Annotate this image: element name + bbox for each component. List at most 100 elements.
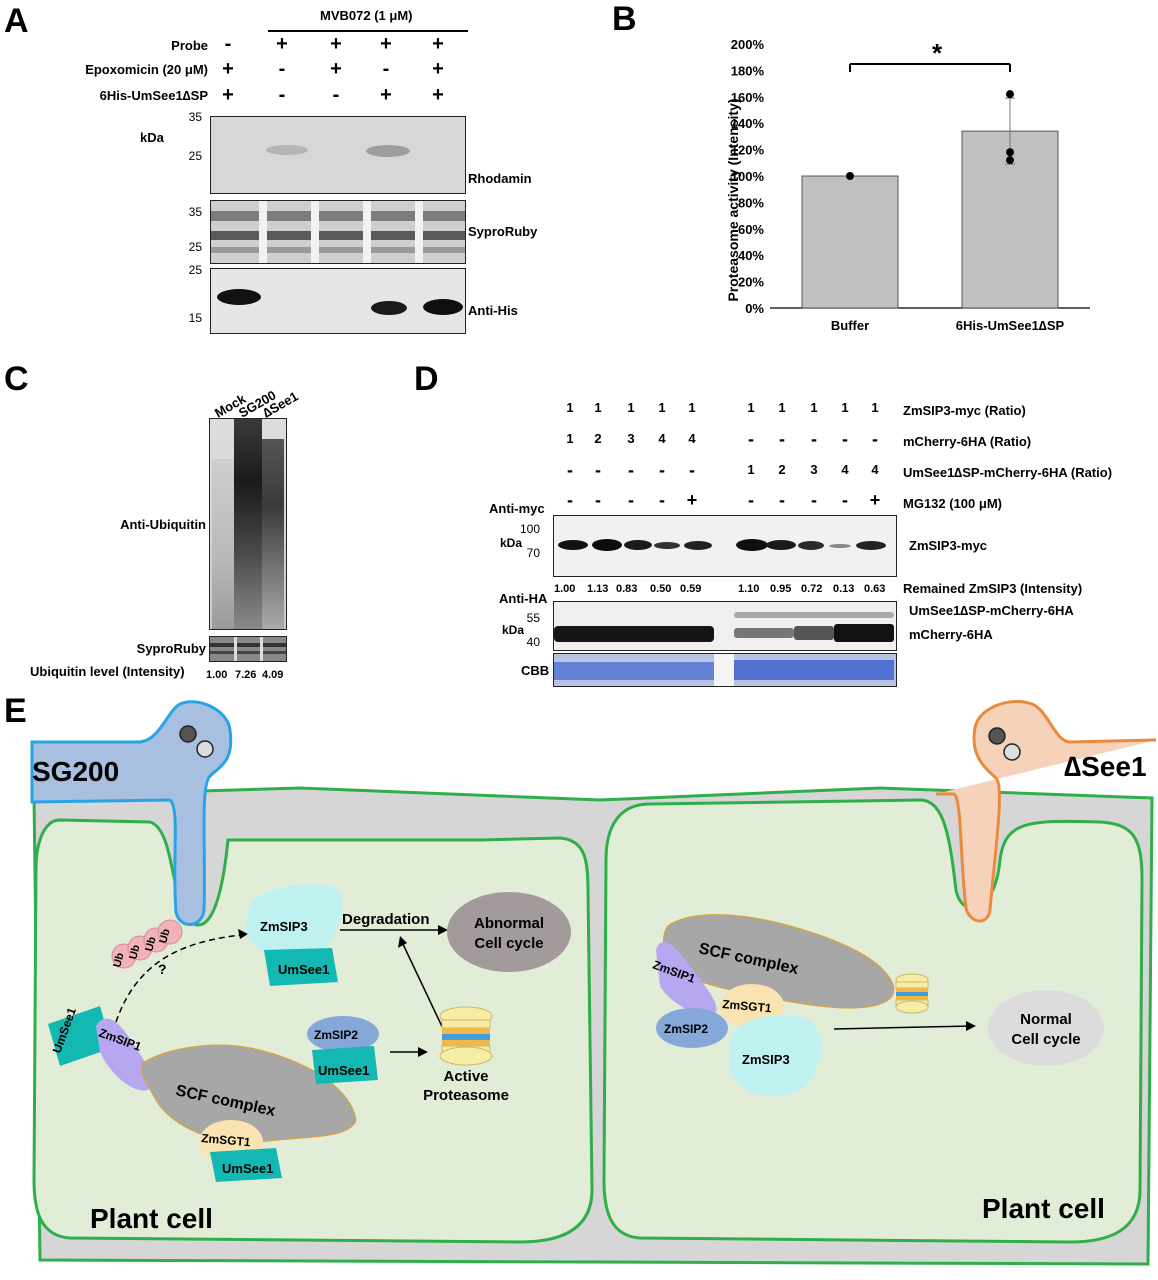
treatment-value: -: [628, 460, 634, 480]
treatment-value: 4: [658, 431, 666, 446]
row-label: mCherry-6HA (Ratio): [903, 434, 1032, 449]
treatment-value: -: [628, 490, 634, 510]
treatment-value: -: [748, 429, 754, 449]
kda-label-ha: kDa: [502, 623, 525, 637]
right-plant-cell: [602, 798, 1144, 1244]
umsee1-label: UmSee1: [278, 962, 329, 977]
kda-label: kDa: [500, 536, 523, 550]
sign: -: [278, 84, 286, 106]
remained-value: 0.72: [801, 583, 823, 595]
arrow: [833, 1025, 973, 1030]
zmsip3-label: ZmSIP3: [742, 1052, 790, 1067]
treatment-value: -: [842, 490, 848, 510]
treatment-value: -: [779, 490, 785, 510]
data-point: [1006, 148, 1014, 157]
sign: -: [382, 58, 390, 80]
remained-value: 1.00: [554, 583, 576, 595]
blot-band: [266, 145, 308, 155]
active-proteasome-icon: [439, 1006, 493, 1066]
treatment-value: -: [748, 490, 754, 510]
scf-complex-shape: [141, 1044, 357, 1144]
mw-marker: 100: [519, 522, 540, 536]
blot-label-anti-his: Anti-His: [468, 303, 518, 318]
mw-marker: 55: [526, 611, 540, 625]
y-tick-label: 0%: [745, 301, 764, 316]
abnormal-label: Cell cycle: [474, 935, 543, 952]
significance-star: *: [932, 38, 943, 68]
mw-marker: 25: [188, 149, 202, 163]
panel-a-header-line: [268, 30, 468, 32]
umsee1-shape: [210, 1148, 282, 1182]
proteasome-arrow: [401, 941, 447, 1036]
sypro-blot: [210, 200, 466, 264]
treatment-value: -: [595, 460, 601, 480]
zmsgt1-label: ZmSGT1: [722, 997, 773, 1015]
y-axis-label: Proteasome activity (Intensity): [725, 98, 741, 301]
panel-a-header: MVB072 (1 μM): [320, 8, 413, 23]
ub-label: Ub: [157, 927, 172, 945]
treatment-value: +: [869, 490, 881, 510]
remained-value: 0.13: [833, 583, 855, 595]
band-label-mcherry: mCherry-6HA: [909, 627, 993, 642]
treatment-value: 1: [627, 400, 635, 415]
nucleus-icon: [988, 727, 1006, 745]
ub-label: Ub: [127, 943, 142, 961]
sign: +: [222, 58, 234, 80]
treatment-value: -: [567, 460, 573, 480]
treatment-value: -: [659, 490, 665, 510]
question-mark: ?: [158, 961, 167, 977]
strain-label-sg200: SG200: [32, 756, 119, 787]
blot-label-syproruby-c: SyproRuby: [136, 641, 206, 656]
plant-cell-label-left: Plant cell: [90, 1203, 213, 1234]
data-point: [846, 172, 854, 180]
panel-letter-c: C: [4, 360, 29, 398]
treatment-value: 2: [594, 431, 602, 446]
zmsip2-label: ZmSIP2: [314, 1028, 358, 1042]
abnormal-cell-cycle: [447, 892, 571, 972]
treatment-value: 4: [688, 431, 696, 446]
remained-value: 0.83: [616, 583, 638, 595]
remained-value: 0.63: [864, 583, 886, 595]
anti-myc-label: Anti-myc: [489, 501, 545, 516]
panel-letter-a: A: [4, 2, 29, 40]
remained-value: 1.13: [587, 583, 609, 595]
treatment-value: 1: [594, 400, 602, 415]
treatment-value: -: [779, 429, 785, 449]
treatment-value: 1: [747, 400, 755, 415]
treatment-value: 1: [871, 400, 879, 415]
zmsip1-shape-right: [656, 942, 717, 1015]
sign: +: [432, 33, 444, 55]
treatment-value: 1: [841, 400, 849, 415]
y-tick-label: 80%: [738, 195, 764, 210]
sign: -: [332, 84, 340, 106]
umsee1-shape: [312, 1046, 378, 1084]
treatment-value: 1: [566, 431, 574, 446]
treatment-value: -: [842, 429, 848, 449]
sign: +: [330, 58, 342, 80]
treatment-value: -: [567, 490, 573, 510]
sign: +: [222, 84, 234, 106]
treatment-value: -: [689, 460, 695, 480]
panel-a-row-label: 6His-UmSee1∆SP: [99, 88, 208, 103]
sign: +: [276, 33, 288, 55]
zmsip2-shape-right: [656, 1008, 728, 1048]
treatment-value: +: [686, 490, 698, 510]
band-label-umsee1-mcherry: UmSee1∆SP-mCherry-6HA: [909, 603, 1074, 618]
row-label: MG132 (100 μM): [903, 496, 1002, 511]
zmsip2-label: ZmSIP2: [664, 1022, 708, 1036]
mechanism-diagram: SG200 ∆See1 Ub Ub Ub Ub ? ZmSIP3 UmSee1 …: [30, 700, 1157, 1266]
sign: +: [432, 84, 444, 106]
panel-a-row-label: Probe: [171, 38, 208, 53]
mw-marker: 35: [188, 205, 202, 219]
zmsip1-shape: [96, 1018, 153, 1091]
treatment-value: 4: [841, 462, 849, 477]
proteasome-activity-chart: Proteasome activity (Intensity) * 0%20%4…: [725, 37, 1090, 333]
treatment-value: -: [659, 460, 665, 480]
data-point: [1006, 156, 1014, 165]
mw-marker: 35: [188, 110, 202, 124]
zmsip3-shape-right: [728, 1014, 822, 1097]
treatment-value: 1: [566, 400, 574, 415]
y-tick-label: 200%: [731, 37, 765, 52]
treatment-value: 1: [810, 400, 818, 415]
active-proteasome-label: Active: [443, 1068, 488, 1085]
